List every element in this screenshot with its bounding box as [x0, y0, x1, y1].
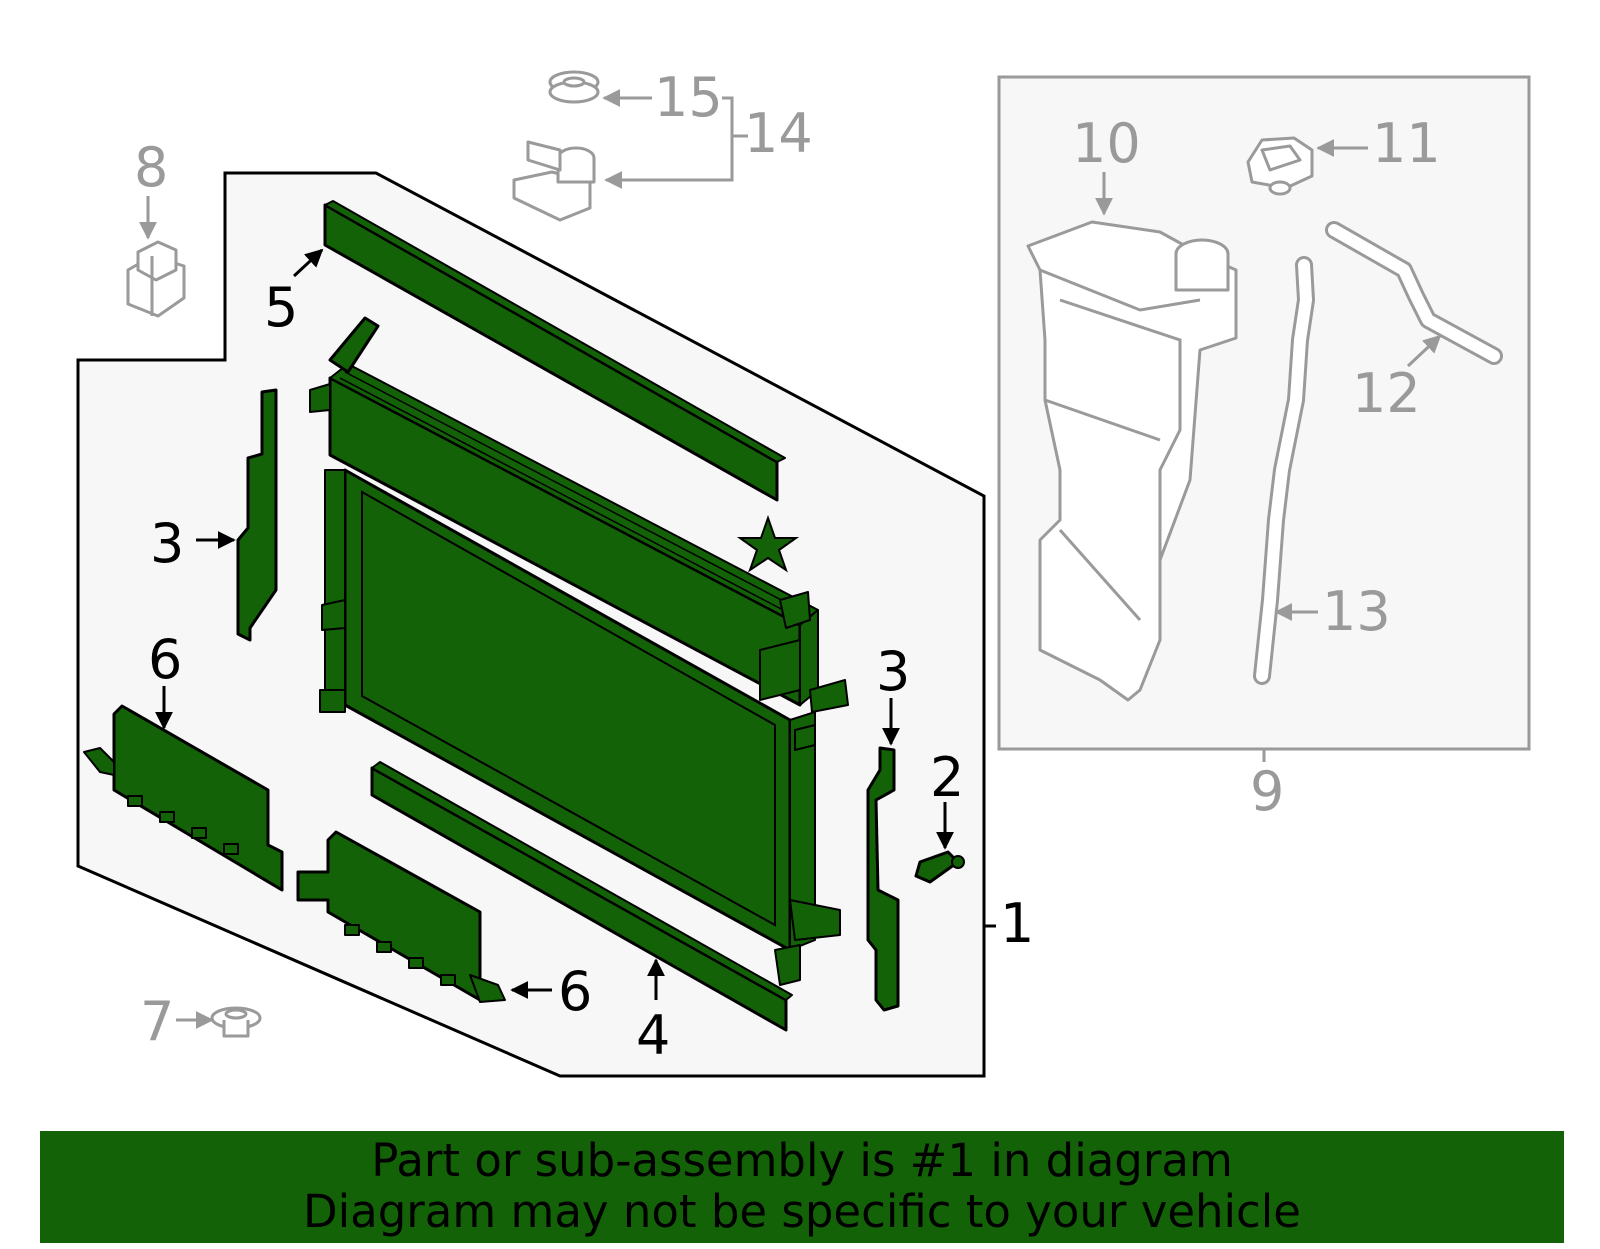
- callout-9: 9: [1250, 760, 1284, 823]
- callout-3-left: 3: [150, 512, 184, 575]
- reservoir-cap-part-11: [1246, 136, 1314, 196]
- callout-5: 5: [264, 276, 298, 339]
- upper-seal-part-5: [323, 200, 786, 502]
- callout-6-left: 6: [148, 628, 182, 691]
- callout-1: 1: [1000, 892, 1034, 955]
- banner-line-1: Part or sub-assembly is #1 in diagram: [371, 1134, 1233, 1187]
- banner-line-2: Diagram may not be specific to your vehi…: [303, 1185, 1301, 1238]
- cap-part-15: [548, 70, 600, 104]
- callout-6-right: 6: [558, 960, 592, 1023]
- drain-plug-part-2: [914, 850, 965, 884]
- callout-14: 14: [744, 102, 813, 165]
- star-icon: [736, 514, 800, 573]
- callout-3-right: 3: [876, 640, 910, 703]
- callout-2: 2: [930, 746, 964, 809]
- callout-8: 8: [134, 136, 168, 199]
- callout-15: 15: [654, 66, 723, 129]
- shutter-right-part-6: [296, 830, 506, 1003]
- reservoir-tank-part-10: [1026, 220, 1238, 702]
- shutter-left-part-6: [83, 704, 284, 892]
- disclaimer-banner: Part or sub-assembly is #1 in diagram Di…: [40, 1131, 1564, 1243]
- callout-7: 7: [140, 990, 174, 1053]
- callout-12: 12: [1352, 362, 1421, 425]
- callout-4: 4: [636, 1004, 670, 1067]
- lower-seal-part-4: [370, 761, 793, 1032]
- clip-part-8: [126, 240, 186, 318]
- outlet-housing-part-14: [512, 140, 596, 222]
- radiator-core: [309, 316, 849, 986]
- callout-13: 13: [1322, 580, 1391, 643]
- push-pin-part-7: [210, 1006, 262, 1038]
- callout-11: 11: [1372, 112, 1441, 175]
- deflector-left-part-3: [236, 388, 278, 642]
- deflector-right-part-3: [866, 746, 900, 1012]
- callout-10: 10: [1072, 112, 1141, 175]
